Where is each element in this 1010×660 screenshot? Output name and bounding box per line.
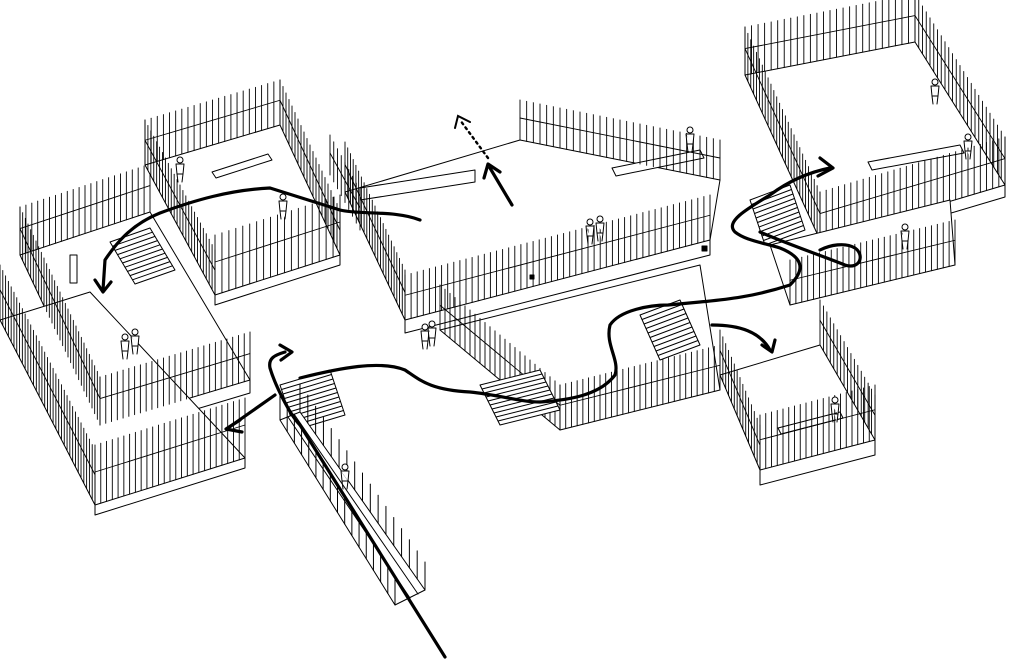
stair-step [645,313,687,329]
handrail [144,99,281,141]
stair-step [114,235,156,251]
person-figure [340,463,350,490]
left-upper-platform [144,79,341,306]
stair-step [758,211,800,228]
people [120,78,973,490]
stair-step [760,216,801,232]
exit-route-up [458,118,490,160]
handrail [404,214,711,296]
handrail [744,48,821,215]
person-figure [963,133,973,160]
handrail [99,353,251,400]
stair-step [288,396,340,413]
stair-step [647,317,689,334]
stair-step [285,387,337,404]
stair-step [752,193,794,210]
person-figure [427,320,437,347]
stair-step [653,331,695,347]
stair-step [483,377,545,394]
stair-step [655,335,697,352]
handrail [914,15,1006,160]
person-figure [585,218,595,245]
stair-step [757,207,798,223]
left-lower-platform [0,163,251,516]
stair-step [122,248,163,264]
handrail [759,409,876,441]
stair-step [649,322,691,338]
main-route [93,156,862,659]
stair-step [754,198,795,214]
central-stair [639,299,701,361]
person-figure [120,333,130,360]
entry-ramp [279,383,426,606]
handrail [19,228,101,400]
person-figure [830,396,840,423]
stair-step [497,405,559,422]
handrail [819,158,1006,215]
right-upper-platform [744,0,1006,306]
handrail [819,319,876,416]
right-stair [749,184,806,246]
stair-step [641,304,683,320]
stair-step [129,261,171,277]
person-figure [175,156,185,183]
stair-step [287,392,338,408]
stair-step [112,231,153,247]
stair-step [657,340,699,356]
handrail [744,15,916,50]
handrail [279,99,341,231]
stair-step [284,383,335,399]
stair-step [489,389,551,406]
handrail [789,239,956,281]
stair-step [651,326,693,343]
stair-step [487,385,549,402]
handrail [344,164,406,293]
person-figure [930,78,940,105]
person-figure [130,328,140,355]
handrail [0,289,96,476]
stair-step [481,373,543,390]
stair-step [495,401,557,418]
person-figure [420,323,430,350]
handrail [719,349,761,446]
handrail [519,117,721,159]
person-figure [278,193,288,220]
person-figure [595,215,605,242]
handrail [94,424,246,473]
right-lower-platform [719,299,876,486]
handrail [19,185,151,230]
stair-step [119,244,161,260]
stair-step [127,256,168,272]
stair-step [761,220,803,237]
stair-step [117,240,158,256]
stair-step [124,252,166,268]
handrail [329,152,361,209]
stair-step [132,265,173,281]
stair-step [282,378,334,395]
person-figure [900,223,910,250]
stair-step [643,308,685,325]
handrail [559,364,721,406]
left-stair [109,227,176,285]
exit-route-up-arrowhead [454,114,471,129]
person-figure [685,126,695,153]
handrail [214,221,341,263]
stair-step [755,202,797,219]
stair-step [281,374,332,390]
